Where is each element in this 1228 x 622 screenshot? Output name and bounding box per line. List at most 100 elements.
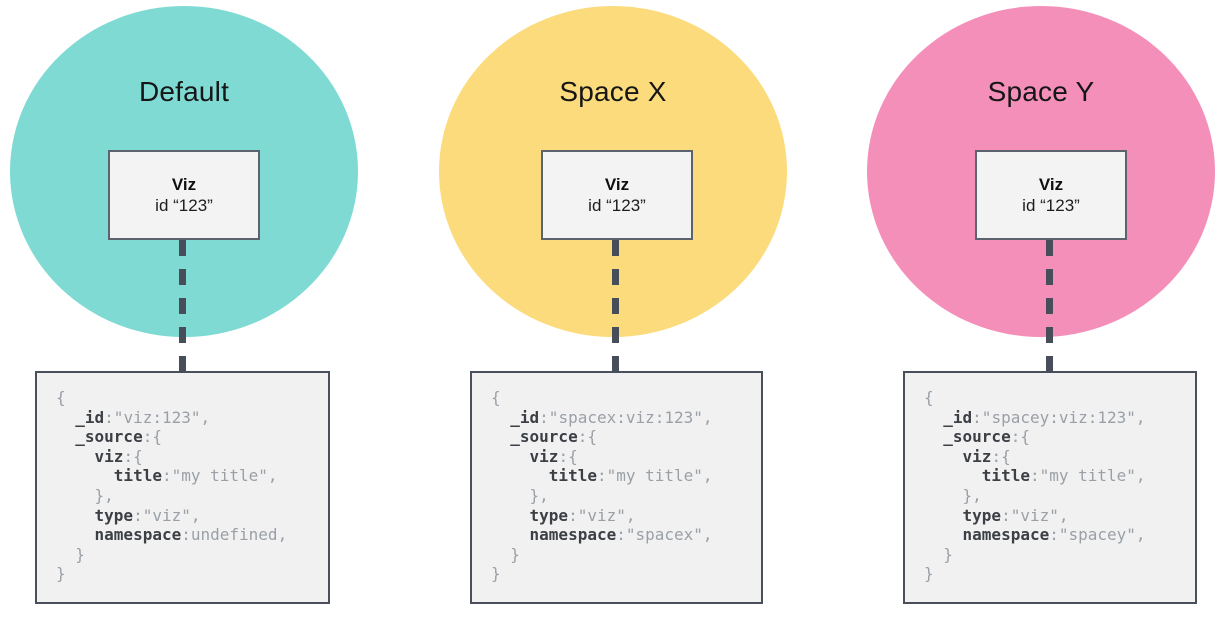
code-block-default: { _id:"viz:123", _source:{ viz:{ title:"… — [35, 371, 330, 604]
code-line: title:"my title", — [491, 466, 761, 486]
code-token-key: _source — [510, 427, 578, 447]
code-line: _source:{ — [491, 427, 761, 447]
code-token-value: :{ — [991, 446, 1011, 466]
code-token-key: type — [962, 505, 1002, 525]
code-token-key: viz — [94, 446, 124, 466]
connector-dashed-line — [179, 240, 186, 372]
code-token-value: :"viz", — [133, 505, 201, 525]
code-line: type:"viz", — [56, 506, 328, 526]
code-block-spacey: { _id:"spacey:viz:123", _source:{ viz:{ … — [903, 371, 1197, 604]
code-token-key: _id — [75, 407, 105, 427]
code-token-value: :"spacey", — [1049, 525, 1146, 545]
code-token-value — [56, 466, 114, 485]
code-token-value: } — [56, 544, 85, 564]
viz-object-box: Viz id “123” — [541, 150, 693, 240]
code-token-value: :{ — [577, 427, 597, 447]
code-line: { — [56, 388, 328, 408]
code-line: viz:{ — [491, 447, 761, 467]
space-title-default: Default — [138, 76, 230, 107]
code-token-value: }, — [924, 485, 982, 505]
code-token-value — [491, 447, 530, 466]
code-line: title:"my title", — [924, 466, 1195, 486]
code-line: _id:"spacex:viz:123", — [491, 408, 761, 428]
code-line: } — [56, 545, 328, 565]
connector-dashed-line — [1046, 240, 1053, 372]
code-token-value: :"spacey:viz:123", — [972, 407, 1146, 427]
space-title-spacex: Space X — [559, 76, 667, 107]
code-token-value — [56, 525, 95, 544]
code-token-key: title — [981, 466, 1030, 486]
code-token-value — [491, 408, 510, 427]
code-token-value — [56, 506, 95, 525]
code-line: type:"viz", — [924, 506, 1195, 526]
code-line: _source:{ — [924, 427, 1195, 447]
code-token-value: :"viz", — [568, 505, 636, 525]
code-line: }, — [491, 486, 761, 506]
code-token-value — [924, 466, 982, 485]
code-token-value: :{ — [1010, 427, 1030, 447]
code-token-value: } — [491, 564, 501, 584]
code-token-value: :"spacex:viz:123", — [539, 407, 713, 427]
code-token-value — [56, 427, 75, 446]
code-line: } — [491, 564, 761, 584]
code-token-value — [491, 466, 549, 485]
code-line: viz:{ — [56, 447, 328, 467]
code-token-value: } — [924, 544, 953, 564]
code-line: } — [56, 564, 328, 584]
code-token-key: _id — [943, 407, 973, 427]
code-token-value: :"viz:123", — [104, 407, 211, 427]
viz-object-name: Viz — [1038, 174, 1064, 194]
code-token-value — [56, 408, 75, 427]
code-line: type:"viz", — [491, 506, 761, 526]
code-token-value: } — [491, 544, 520, 564]
viz-object-name: Viz — [171, 174, 197, 194]
code-line: { — [924, 388, 1195, 408]
code-token-value: :{ — [142, 427, 162, 447]
code-token-key: viz — [529, 446, 559, 466]
code-token-value — [56, 447, 95, 466]
code-token-value — [924, 506, 963, 525]
code-token-value — [924, 447, 963, 466]
code-token-value — [924, 525, 963, 544]
code-token-key: title — [548, 466, 597, 486]
code-token-key: viz — [962, 446, 992, 466]
code-token-value: } — [56, 564, 66, 584]
code-line: } — [924, 564, 1195, 584]
code-line: viz:{ — [924, 447, 1195, 467]
code-token-value: :{ — [558, 446, 578, 466]
code-token-key: namespace — [962, 525, 1050, 545]
code-token-key: type — [94, 505, 134, 525]
code-token-key: namespace — [94, 525, 182, 545]
code-line: }, — [56, 486, 328, 506]
code-line: _id:"viz:123", — [56, 408, 328, 428]
code-line: } — [491, 545, 761, 565]
code-line: title:"my title", — [56, 466, 328, 486]
code-token-value: :"my title", — [596, 466, 713, 486]
space-title-spacey: Space Y — [987, 76, 1095, 107]
code-token-value: { — [924, 388, 934, 407]
viz-object-id: id “123” — [155, 195, 213, 215]
code-line: { — [491, 388, 761, 408]
code-token-value: { — [56, 388, 66, 407]
code-token-value: :undefined, — [181, 525, 288, 545]
code-line: namespace:"spacey", — [924, 525, 1195, 545]
code-line: namespace:undefined, — [56, 525, 328, 545]
viz-object-name: Viz — [604, 174, 630, 194]
code-token-value — [491, 427, 510, 446]
viz-object-box: Viz id “123” — [975, 150, 1127, 240]
code-token-key: type — [529, 505, 569, 525]
code-token-value: :"viz", — [1001, 505, 1069, 525]
code-line: } — [924, 545, 1195, 565]
code-token-value — [924, 427, 943, 446]
code-token-value: :"my title", — [1029, 466, 1146, 486]
code-token-key: _id — [510, 407, 540, 427]
code-token-key: _source — [75, 427, 143, 447]
code-line: _id:"spacey:viz:123", — [924, 408, 1195, 428]
code-token-value: :{ — [123, 446, 143, 466]
code-line: namespace:"spacex", — [491, 525, 761, 545]
code-token-key: _source — [943, 427, 1011, 447]
code-token-value: } — [924, 564, 934, 584]
code-token-value — [924, 408, 943, 427]
code-token-value: }, — [491, 485, 549, 505]
